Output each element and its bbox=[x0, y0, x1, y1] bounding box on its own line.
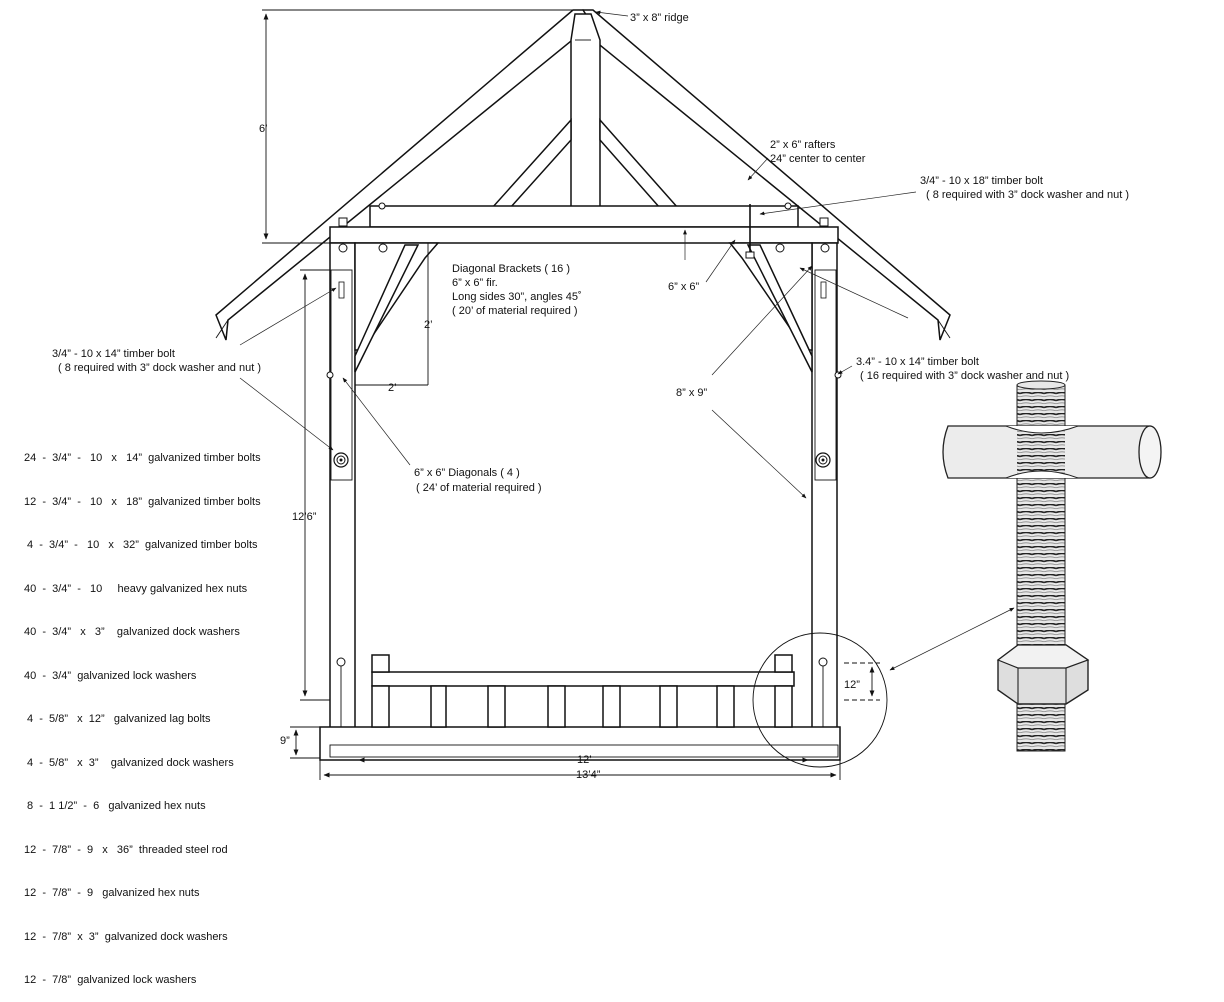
material-item: 12 - 7/8” x 3” galvanized dock washers bbox=[24, 930, 228, 943]
dim-detail-12in: 12” bbox=[844, 679, 860, 691]
brackets-required: ( 20’ of material required ) bbox=[452, 305, 578, 317]
structure-drawing bbox=[215, 9, 1162, 780]
left-post bbox=[329, 242, 356, 759]
dim-bracket-horizontal: 2’ bbox=[388, 382, 397, 394]
brackets-sides: Long sides 30”, angles 45˚ bbox=[452, 291, 582, 303]
dimension-lines bbox=[262, 9, 841, 780]
right-bolt-note: ( 16 required with 3” dock washer and nu… bbox=[860, 370, 1070, 382]
upper-tie-beam bbox=[369, 202, 799, 228]
ridge-label: 3” x 8” ridge bbox=[630, 12, 689, 24]
rafters-label: 2” x 6” rafters bbox=[770, 139, 836, 151]
material-item: 8 - 1 1/2” - 6 galvanized hex nuts bbox=[24, 800, 206, 812]
left-bolt-label: 3/4” - 10 x 14” timber bolt bbox=[52, 348, 175, 360]
post-size-label: 8” x 9” bbox=[676, 387, 708, 399]
material-item: 4 - 3/4” - 10 x 32” galvanized timber bo… bbox=[24, 539, 258, 551]
brackets-material: 6” x 6” fir. bbox=[452, 277, 498, 289]
beam-size-label: 6” x 6” bbox=[668, 281, 700, 293]
bolt-18-label: 3/4” - 10 x 18” timber bolt bbox=[920, 175, 1043, 187]
left-bolt-note: ( 8 required with 3” dock washer and nut… bbox=[58, 362, 261, 374]
material-item: 40 - 3/4” galvanized lock washers bbox=[24, 669, 197, 682]
material-item: 12 - 7/8” - 9 x 36” threaded steel rod bbox=[24, 843, 228, 856]
material-item: 12 - 3/4” - 10 x 18” galvanized timber b… bbox=[24, 495, 261, 508]
diagonals-label: 6” x 6” Diagonals ( 4 ) bbox=[414, 467, 520, 479]
dim-base-height: 9” bbox=[280, 735, 290, 747]
diagonal-brackets bbox=[354, 242, 813, 373]
material-item: 4 - 5/8” x 12” galvanized lag bolts bbox=[24, 713, 211, 725]
dim-inner-width: 12’ bbox=[577, 754, 592, 766]
king-post bbox=[570, 13, 601, 209]
brackets-title: Diagonal Brackets ( 16 ) bbox=[452, 263, 570, 275]
material-item: 12 - 7/8” - 9 galvanized hex nuts bbox=[24, 887, 200, 899]
material-item: 4 - 5/8” x 3” galvanized dock washers bbox=[24, 756, 234, 769]
dim-bracket-vertical: 2’ bbox=[424, 319, 433, 331]
threaded-rod-detail bbox=[942, 380, 1162, 752]
right-bolt-label: 3.4” - 10 x 14” timber bolt bbox=[856, 356, 979, 368]
bench-rail bbox=[371, 654, 795, 728]
bolt-18-note: ( 8 required with 3” dock washer and nut… bbox=[926, 189, 1129, 201]
bolt-heads bbox=[326, 204, 842, 379]
header-beam bbox=[329, 226, 839, 244]
right-post bbox=[811, 242, 838, 759]
material-item: 40 - 3/4” - 10 heavy galvanized hex nuts bbox=[24, 582, 248, 595]
material-item: 40 - 3/4” x 3” galvanized dock washers bbox=[24, 626, 240, 638]
detail-callout-circle bbox=[752, 632, 888, 768]
dim-outer-width: 13’4” bbox=[576, 769, 601, 781]
dim-roof-height: 6’ bbox=[259, 123, 268, 135]
rafters-spacing-label: 24” center to center bbox=[770, 153, 866, 165]
leader-lines bbox=[239, 10, 1015, 671]
dim-post-height: 12’6” bbox=[292, 511, 317, 523]
material-item: 24 - 3/4” - 10 x 14” galvanized timber b… bbox=[24, 452, 261, 464]
material-item: 12 - 7/8” galvanized lock washers bbox=[24, 974, 197, 986]
material-list: 24 - 3/4” - 10 x 14” galvanized timber b… bbox=[24, 422, 261, 1002]
diagonals-note: ( 24’ of material required ) bbox=[416, 482, 542, 494]
